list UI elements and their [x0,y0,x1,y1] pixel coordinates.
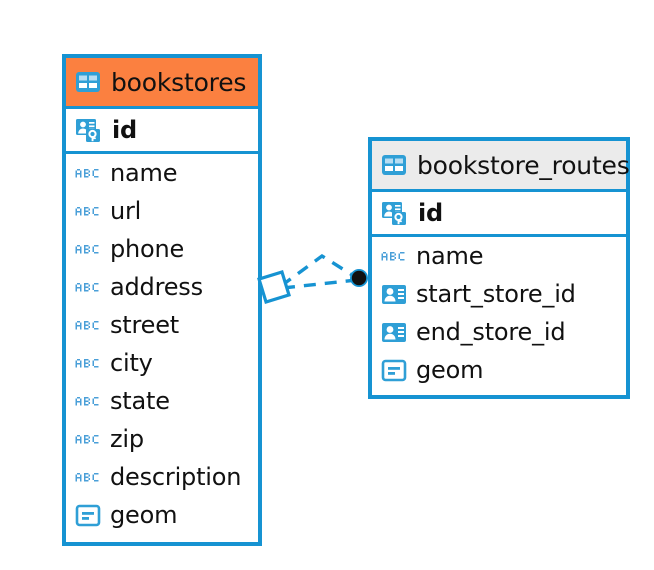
field-label: name [416,242,484,270]
geometry-icon [381,359,407,382]
relationship-line-upper [279,253,358,288]
field-row-zip[interactable]: zip [66,420,258,458]
field-label: phone [110,235,185,263]
primary-key-row[interactable]: id [66,106,258,154]
abc-text-icon [75,203,101,220]
field-row-geom[interactable]: geom [372,351,626,389]
abc-text-icon [75,393,101,410]
field-row-name[interactable]: name [372,237,626,275]
field-row-street[interactable]: street [66,306,258,344]
abc-text-icon [75,241,101,258]
field-label: url [110,197,142,225]
field-label: geom [110,501,178,529]
abc-text-icon [381,248,407,265]
field-label: zip [110,425,144,453]
relationship-line-lower [282,278,358,290]
field-label: start_store_id [416,280,576,308]
primary-key-icon [381,199,409,227]
field-row-start-store-id[interactable]: start_store_id [372,275,626,313]
relationship-circle-marker [350,269,368,287]
field-row-end-store-id[interactable]: end_store_id [372,313,626,351]
field-label: address [110,273,203,301]
primary-key-icon [75,116,103,144]
field-row-description[interactable]: description [66,458,258,496]
abc-text-icon [75,279,101,296]
table-icon [381,152,407,178]
field-label: end_store_id [416,318,566,346]
entity-table-bookstores[interactable]: bookstores id [62,54,262,546]
table-icon [75,69,101,95]
foreign-key-icon [381,321,407,343]
entity-header-bookstores[interactable]: bookstores [66,58,258,106]
abc-text-icon [75,469,101,486]
field-label: name [110,159,178,187]
field-label: geom [416,356,484,384]
field-row-phone[interactable]: phone [66,230,258,268]
field-row-geom[interactable]: geom [66,496,258,534]
field-row-name[interactable]: name [66,154,258,192]
field-label: id [418,199,444,227]
entity-title: bookstore_routes [417,150,630,180]
field-label: street [110,311,179,339]
abc-text-icon [75,317,101,334]
entity-table-bookstore-routes[interactable]: bookstore_routes id [368,137,630,399]
entity-title: bookstores [111,67,247,97]
field-row-city[interactable]: city [66,344,258,382]
abc-text-icon [75,165,101,182]
field-row-state[interactable]: state [66,382,258,420]
field-label: city [110,349,153,377]
relationship-diamond-marker [257,270,291,304]
abc-text-icon [75,355,101,372]
primary-key-row[interactable]: id [372,189,626,237]
field-label: id [112,116,138,144]
field-row-address[interactable]: address [66,268,258,306]
abc-text-icon [75,431,101,448]
field-label: state [110,387,170,415]
field-row-url[interactable]: url [66,192,258,230]
field-label: description [110,463,242,491]
entity-header-bookstore-routes[interactable]: bookstore_routes [372,141,630,189]
geometry-icon [75,504,101,527]
foreign-key-icon [381,283,407,305]
